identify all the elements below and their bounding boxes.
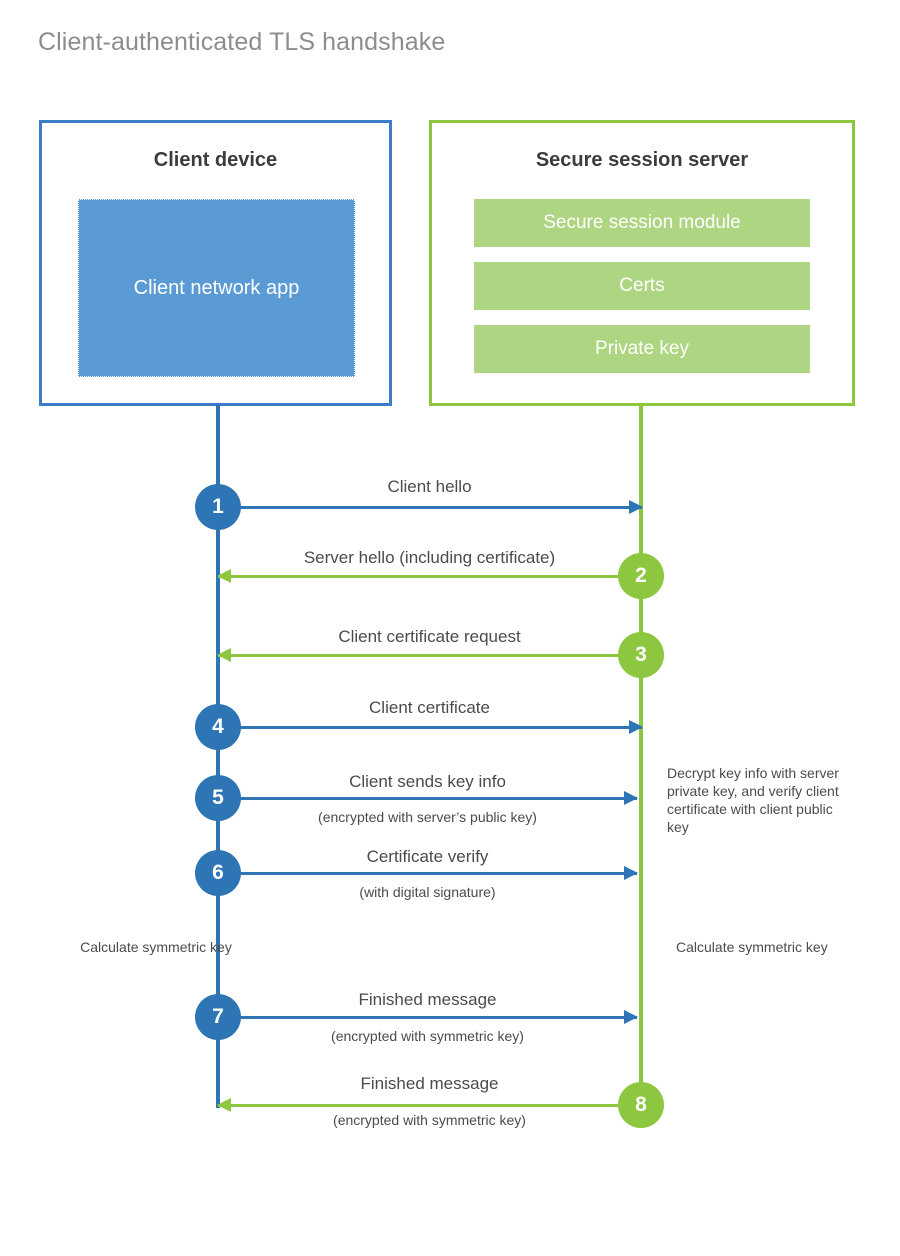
arrow-head-left-icon bbox=[217, 1098, 231, 1112]
step-marker-3[interactable]: 3 bbox=[618, 632, 664, 678]
client-lifeline bbox=[216, 405, 220, 1108]
client-calculate-symmetric-key-note: Calculate symmetric key bbox=[80, 939, 232, 955]
server-block-private-key: Private key bbox=[474, 325, 810, 373]
step-7-arrow bbox=[218, 1010, 638, 1024]
arrow-head-right-icon bbox=[624, 1010, 638, 1024]
step-8-label: Finished message bbox=[360, 1074, 499, 1093]
arrow-head-right-icon bbox=[624, 791, 638, 805]
step-4-arrow bbox=[218, 720, 643, 734]
step-marker-5[interactable]: 5 bbox=[195, 775, 241, 821]
step-marker-6[interactable]: 6 bbox=[195, 850, 241, 896]
step-4-label: Client certificate bbox=[369, 698, 490, 717]
step-5-sublabel: (encrypted with server’s public key) bbox=[318, 809, 537, 825]
arrow-head-left-icon bbox=[217, 648, 231, 662]
arrow-head-right-icon bbox=[629, 720, 643, 734]
arrow-head-right-icon bbox=[629, 500, 643, 514]
step-marker-1[interactable]: 1 bbox=[195, 484, 241, 530]
step-6-arrow bbox=[218, 866, 638, 880]
step-marker-2[interactable]: 2 bbox=[618, 553, 664, 599]
server-block-secure-session-module: Secure session module bbox=[474, 199, 810, 247]
client-device-title: Client device bbox=[153, 149, 278, 171]
step-8-sublabel: (encrypted with symmetric key) bbox=[333, 1112, 526, 1128]
step-1-label: Client hello bbox=[387, 477, 472, 496]
step-5-arrow bbox=[218, 791, 638, 805]
server-decrypt-note: Decrypt key info with server private key… bbox=[667, 765, 839, 835]
step-5-label: Client sends key info bbox=[349, 772, 506, 791]
step-marker-7[interactable]: 7 bbox=[195, 994, 241, 1040]
secure-session-server-box: Secure session server Secure session mod… bbox=[429, 120, 855, 406]
arrow-head-right-icon bbox=[624, 866, 638, 880]
arrow-head-left-icon bbox=[217, 569, 231, 583]
step-7-sublabel: (encrypted with symmetric key) bbox=[331, 1028, 524, 1044]
step-8-arrow bbox=[217, 1098, 642, 1112]
step-3-label: Client certificate request bbox=[338, 627, 521, 646]
step-marker-4[interactable]: 4 bbox=[195, 704, 241, 750]
step-2-label: Server hello (including certificate) bbox=[303, 548, 556, 567]
step-1-arrow bbox=[218, 500, 643, 514]
step-7-label: Finished message bbox=[358, 990, 497, 1009]
step-3-arrow bbox=[217, 648, 642, 662]
server-block-certs: Certs bbox=[474, 262, 810, 310]
step-2-arrow bbox=[217, 569, 642, 583]
page-title: Client-authenticated TLS handshake bbox=[38, 28, 446, 56]
client-device-box: Client device Client network app bbox=[39, 120, 392, 406]
step-6-label: Certificate verify bbox=[366, 847, 489, 866]
client-network-app-block: Client network app bbox=[78, 199, 355, 377]
server-lifeline bbox=[639, 405, 643, 1106]
step-marker-8[interactable]: 8 bbox=[618, 1082, 664, 1128]
secure-session-server-title: Secure session server bbox=[535, 149, 749, 171]
step-6-sublabel: (with digital signature) bbox=[359, 884, 496, 900]
server-calculate-symmetric-key-note: Calculate symmetric key bbox=[676, 939, 828, 955]
